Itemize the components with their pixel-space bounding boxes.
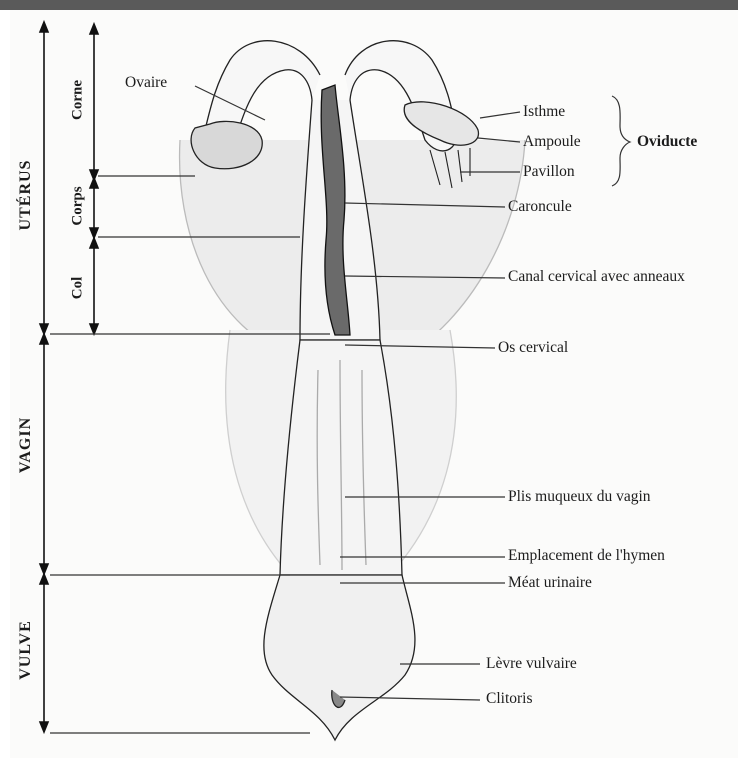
label-isthmus: Isthme [523, 103, 565, 121]
label-vulvar-lip: Lèvre vulvaire [486, 655, 577, 673]
region-vulva: VULVE [17, 620, 35, 680]
label-cervical-os: Os cervical [498, 339, 568, 357]
right-ovary [404, 102, 478, 145]
label-vaginal-folds: Plis muqueux du vagin [508, 488, 651, 506]
label-ovary: Ovaire [125, 74, 167, 92]
label-infundibulum: Pavillon [523, 163, 575, 181]
label-ampulla: Ampoule [523, 133, 581, 151]
region-uterus: UTÉRUS [17, 160, 35, 231]
uterus-horn: Corne [70, 80, 87, 120]
label-caruncle: Caroncule [508, 198, 572, 216]
region-vagina: VAGIN [17, 417, 35, 473]
label-hymen-site: Emplacement de l'hymen [508, 547, 665, 565]
uterus-neck: Col [70, 277, 87, 300]
left-ovary [191, 121, 262, 168]
label-oviduct: Oviducte [637, 133, 697, 151]
label-cervical-canal: Canal cervical avec anneaux [508, 268, 685, 286]
label-clitoris: Clitoris [486, 690, 533, 708]
uterus-body: Corps [70, 186, 87, 225]
label-urinary-meatus: Méat urinaire [508, 574, 592, 592]
vulva [264, 575, 415, 740]
